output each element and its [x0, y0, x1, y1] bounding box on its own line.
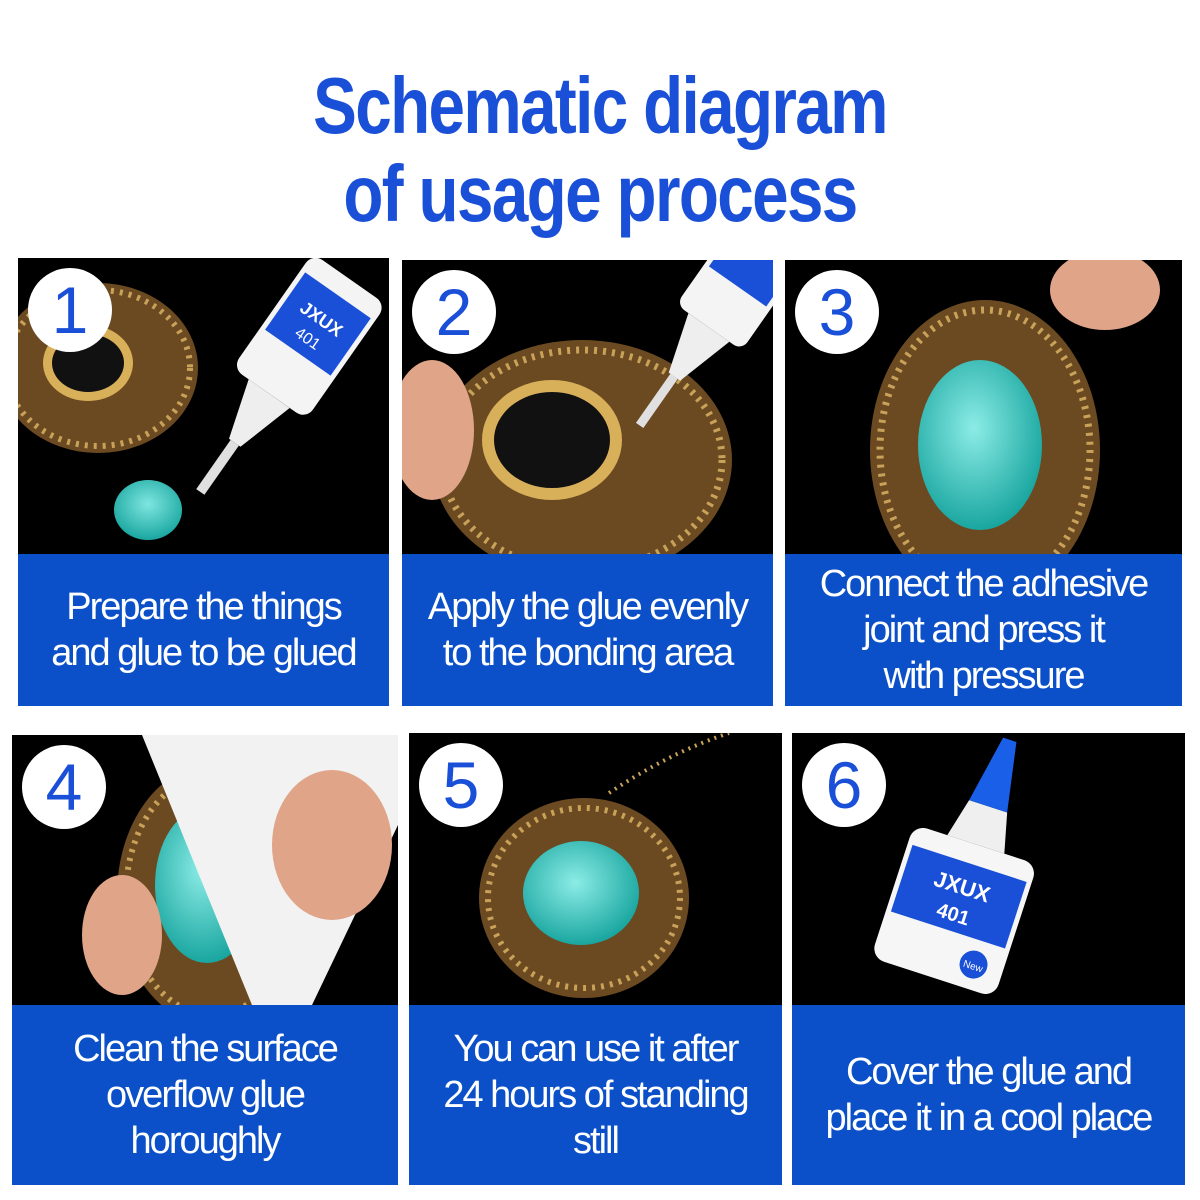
step-panel-6: JXUX 401 New 6 Cover the glue and place … [792, 733, 1185, 1185]
title-line-2: of usage process [343, 149, 858, 238]
glue-bottle: JXUX 401 [196, 258, 382, 495]
step-panel-3: 3 Connect the adhesive joint and press i… [785, 260, 1182, 706]
step-2-illustration [402, 260, 773, 554]
finger [402, 360, 474, 500]
step-6-illustration: JXUX 401 New [874, 737, 1034, 994]
finger [272, 770, 392, 920]
turquoise-stone [114, 480, 182, 540]
bottle-cap [969, 737, 1017, 813]
step-number-badge: 3 [795, 270, 879, 354]
title-line-1: Schematic diagram [313, 61, 888, 150]
step-3-illustration [870, 260, 1160, 554]
step-number-badge: 6 [802, 743, 886, 827]
step-panel-4: 4 Clean the surface overflow glue horoug… [12, 735, 398, 1185]
step-caption-box: Connect the adhesive joint and press it … [785, 554, 1182, 706]
step-number-badge: 1 [28, 268, 112, 352]
step-4-illustration [82, 735, 398, 1005]
step-photo-1: JXUX 401 [18, 258, 389, 554]
turquoise-stone [918, 360, 1042, 530]
step-photo-4 [12, 735, 398, 1005]
step-caption-5: You can use it after 24 hours of standin… [443, 1028, 749, 1162]
step-caption-box: Apply the glue evenly to the bonding are… [402, 554, 773, 706]
necklace-chain [607, 733, 730, 795]
step-panel-5: 5 You can use it after 24 hours of stand… [409, 733, 782, 1185]
step-number-badge: 5 [419, 743, 503, 827]
step-caption-box: Prepare the things and glue to be glued [18, 554, 389, 706]
step-number-badge: 4 [22, 745, 106, 829]
step-caption-box: Cover the glue and place it in a cool pl… [792, 1005, 1185, 1185]
turquoise-stone [523, 841, 639, 945]
step-panel-2: 2 Apply the glue evenly to the bonding a… [402, 260, 773, 706]
step-caption-6: Cover the glue and place it in a cool pl… [825, 1051, 1154, 1139]
step-caption-3: Connect the adhesive joint and press it … [819, 563, 1150, 697]
step-caption-1: Prepare the things and glue to be glued [51, 586, 357, 674]
step-5-illustration [479, 733, 730, 998]
page-title: Schematic diagram of usage process [108, 62, 1092, 238]
step-caption-2: Apply the glue evenly to the bonding are… [427, 586, 749, 674]
step-caption-4: Clean the surface overflow glue horoughl… [73, 1028, 339, 1162]
step-caption-box: Clean the surface overflow glue horoughl… [12, 1005, 398, 1185]
step-caption-box: You can use it after 24 hours of standin… [409, 1005, 782, 1185]
glue-bottle: JXUX 401 New [874, 737, 1034, 994]
step-number-badge: 2 [412, 270, 496, 354]
finger [1050, 260, 1160, 330]
step-panel-1: JXUX 401 1 Prepare the things and glue t… [18, 258, 389, 706]
glue-bottle [635, 260, 773, 429]
